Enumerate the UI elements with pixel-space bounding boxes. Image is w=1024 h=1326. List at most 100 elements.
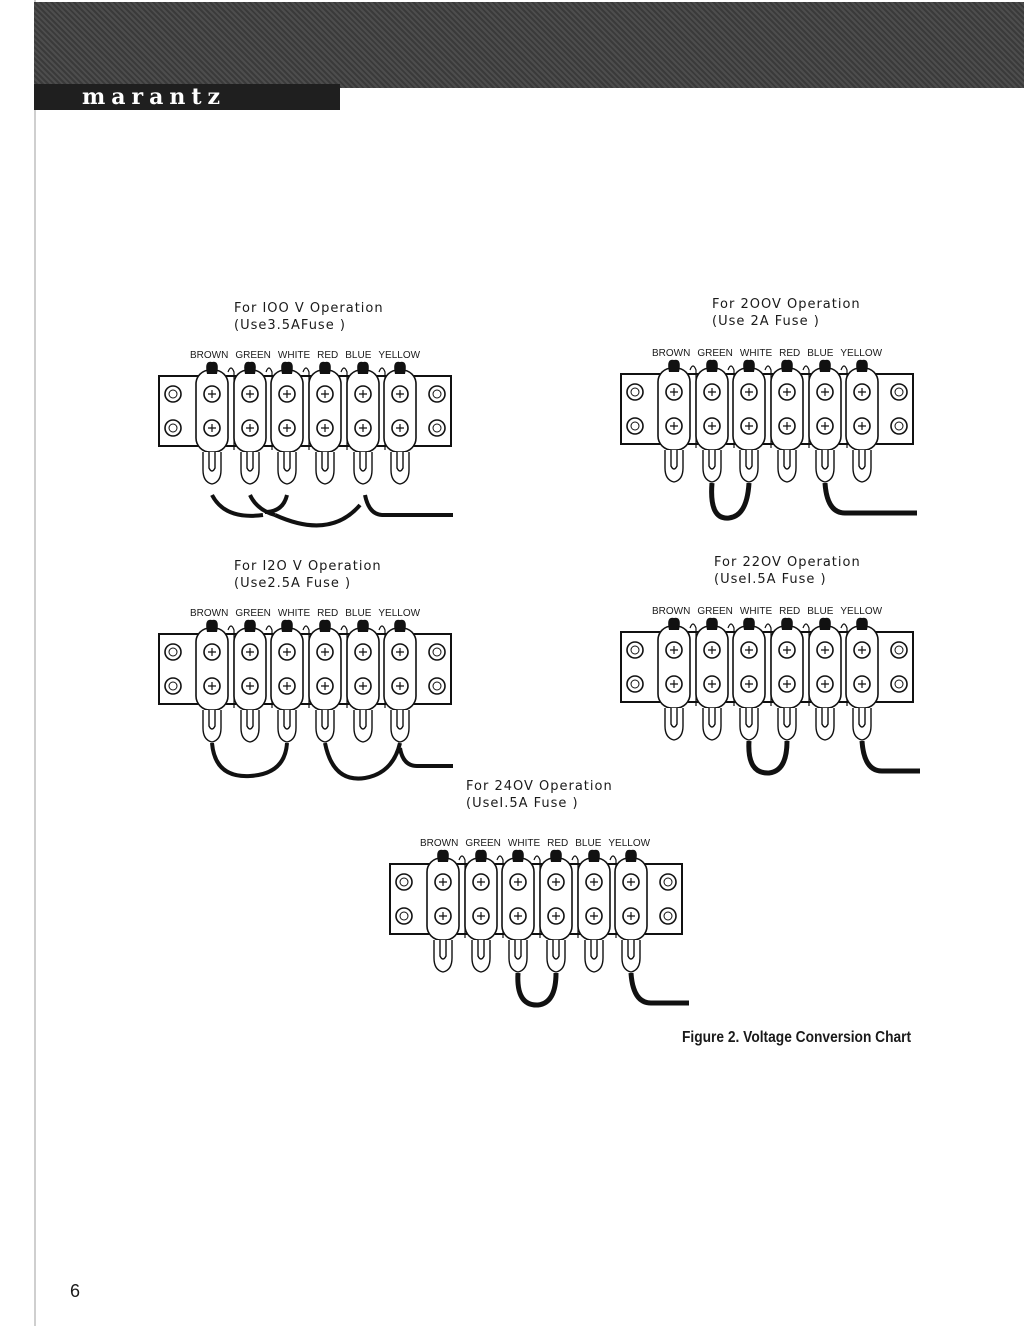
- fork-terminal-icon: [621, 940, 641, 973]
- fork-terminal-icon: [277, 452, 297, 485]
- terminal-lug: [695, 367, 729, 451]
- wire-label-green: GREEN: [235, 350, 271, 361]
- wire-end-icon: [512, 849, 524, 862]
- screw-icon: [890, 675, 908, 693]
- terminal-strip-diagram: [620, 359, 917, 521]
- fork-terminal-icon: [471, 940, 491, 973]
- terminal-strip-diagram: [158, 361, 453, 528]
- screw-icon: [626, 383, 644, 401]
- wire-labels: BROWN GREEN WHITE RED BLUE YELLOW: [652, 348, 882, 359]
- fork-terminal-icon: [508, 940, 528, 973]
- screw-icon: [395, 873, 413, 891]
- terminal-lug: [732, 367, 766, 451]
- terminal-lug: [270, 627, 304, 711]
- screw-icon: [428, 677, 446, 695]
- fork-terminal-icon: [739, 450, 759, 483]
- wire-label-blue: BLUE: [575, 838, 602, 849]
- terminal-lug: [346, 627, 380, 711]
- wire-end-icon: [357, 619, 369, 632]
- wire-label-red: RED: [547, 838, 569, 849]
- wire-label-white: WHITE: [277, 350, 311, 361]
- screw-icon: [428, 385, 446, 403]
- screw-icon: [395, 907, 413, 925]
- power-lead: [398, 747, 453, 768]
- wire-label-yellow: YELLOW: [840, 606, 883, 617]
- wire-end-icon: [668, 359, 680, 372]
- wire-end-icon: [856, 617, 868, 630]
- brand-logo: marantz: [34, 84, 340, 110]
- fork-terminal-icon: [315, 710, 335, 743]
- wire-label-white: WHITE: [277, 608, 311, 619]
- wire-end-icon: [244, 619, 256, 632]
- terminal-strip-diagram: [158, 619, 453, 781]
- wire-end-icon: [437, 849, 449, 862]
- terminal-lug: [577, 857, 611, 941]
- wire-end-icon: [550, 849, 562, 862]
- terminal-lug: [233, 369, 267, 453]
- screw-icon: [890, 417, 908, 435]
- wire-label-yellow: YELLOW: [608, 838, 651, 849]
- power-lead: [363, 494, 453, 517]
- wire-label-red: RED: [779, 606, 801, 617]
- fork-terminal-icon: [390, 710, 410, 743]
- wire-label-brown: BROWN: [652, 606, 691, 617]
- wire-end-icon: [357, 361, 369, 374]
- terminal-strip-diagram: [620, 617, 920, 776]
- fork-terminal-icon: [664, 708, 684, 741]
- fork-terminal-icon: [584, 940, 604, 973]
- power-lead: [859, 740, 920, 774]
- screw-icon: [164, 677, 182, 695]
- terminal-lug: [464, 857, 498, 941]
- jumper-wire: [248, 494, 276, 517]
- wire-label-yellow: YELLOW: [840, 348, 883, 359]
- screw-icon: [890, 641, 908, 659]
- fork-terminal-icon: [390, 452, 410, 485]
- jumper-wire: [709, 482, 752, 521]
- wire-end-icon: [394, 619, 406, 632]
- wire-label-blue: BLUE: [345, 350, 372, 361]
- wire-label-brown: BROWN: [652, 348, 691, 359]
- wire-labels: BROWN GREEN WHITE RED BLUE YELLOW: [190, 350, 420, 361]
- terminal-lug: [383, 627, 417, 711]
- fork-terminal-icon: [433, 940, 453, 973]
- wire-end-icon: [206, 361, 218, 374]
- panel-title: For IOO V Operation (Use3.5AFuse ): [234, 300, 384, 334]
- terminal-lug: [614, 857, 648, 941]
- header-band: [34, 2, 1024, 88]
- screw-icon: [626, 417, 644, 435]
- jumper-wire: [323, 742, 402, 781]
- wire-end-icon: [706, 359, 718, 372]
- terminal-lug: [845, 367, 879, 451]
- wire-end-icon: [706, 617, 718, 630]
- panel-voltage: For IOO V Operation: [234, 301, 384, 316]
- panel-voltage: For 24OV Operation: [466, 779, 613, 794]
- jumper-wire: [274, 503, 362, 528]
- screw-icon: [626, 675, 644, 693]
- terminal-lug: [233, 627, 267, 711]
- wire-label-green: GREEN: [697, 606, 733, 617]
- panel-voltage: For 2OOV Operation: [712, 297, 861, 312]
- wire-label-brown: BROWN: [190, 350, 229, 361]
- jumper-wire: [515, 972, 559, 1008]
- wire-end-icon: [319, 619, 331, 632]
- terminal-lug: [383, 369, 417, 453]
- terminal-lug: [770, 625, 804, 709]
- fork-terminal-icon: [353, 710, 373, 743]
- panel-fuse: (Use2.5A Fuse ): [234, 576, 352, 591]
- wire-label-white: WHITE: [739, 606, 773, 617]
- wire-end-icon: [781, 617, 793, 630]
- terminal-lug: [695, 625, 729, 709]
- terminal-lug: [426, 857, 460, 941]
- wire-label-blue: BLUE: [345, 608, 372, 619]
- fork-terminal-icon: [815, 450, 835, 483]
- fork-terminal-icon: [240, 452, 260, 485]
- screw-icon: [626, 641, 644, 659]
- screw-icon: [890, 383, 908, 401]
- page-number: 6: [70, 1281, 81, 1301]
- wire-label-yellow: YELLOW: [378, 350, 421, 361]
- wire-label-red: RED: [779, 348, 801, 359]
- panel-title: For 22OV Operation (UseI.5A Fuse ): [714, 554, 861, 588]
- panel-voltage: For I2O V Operation: [234, 559, 382, 574]
- page-edge-rule: [34, 0, 36, 1326]
- terminal-lug: [657, 367, 691, 451]
